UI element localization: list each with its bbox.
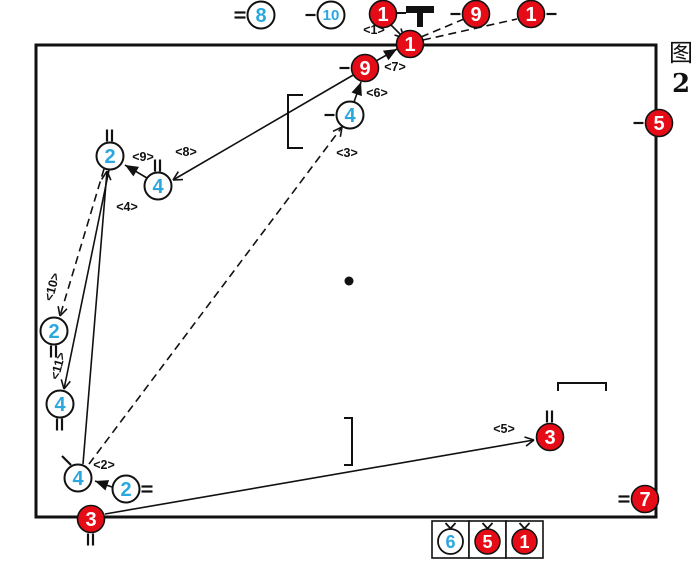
arrow-label-move-9: <9> — [132, 150, 154, 164]
bench-6: 6 — [431, 520, 470, 559]
marker-1-baseline: 1 — [395, 29, 425, 59]
marker-10-outside: 10 — [305, 0, 346, 30]
arrow-label-move-10: <10> — [42, 271, 63, 302]
player-number: 1 — [377, 4, 388, 26]
player-number: 1 — [404, 34, 415, 56]
arrow-move-9: <9> — [124, 150, 154, 179]
marker-7-corner: 7 — [618, 484, 660, 514]
marker-2-bottom: 2 — [111, 474, 153, 504]
marker-1-topright: 1 — [516, 0, 557, 29]
player-number: 2 — [48, 321, 59, 343]
arrow-move-3: <3> — [88, 126, 358, 465]
arrow-label-move-3: <3> — [336, 146, 358, 160]
arrow-move-8: <8> — [172, 73, 356, 181]
center-dot — [344, 276, 354, 286]
marker-9-top: 9 — [450, 0, 491, 29]
marker-5-rightline: 5 — [633, 108, 674, 138]
player-number: 9 — [470, 4, 481, 26]
arrow-move-7: <7> — [375, 48, 406, 74]
player-number: 7 — [639, 489, 650, 511]
player-number: 2 — [104, 146, 115, 168]
bracket-topright-open-down — [557, 382, 607, 391]
marker-2-left: 2 — [39, 316, 69, 358]
arrow-move-2: <2> — [93, 458, 115, 491]
marker-9-court: 9 — [339, 53, 380, 83]
player-number: 1 — [525, 4, 536, 26]
bracket-bottom-open-left — [344, 417, 353, 466]
figure-char: 图 — [669, 39, 693, 67]
player-number: 4 — [54, 394, 66, 416]
player-number: 3 — [85, 509, 96, 531]
bench-number: 1 — [519, 532, 529, 552]
marker-4-top: 4 — [143, 159, 173, 201]
arrow-label-move-4: <4> — [116, 200, 138, 214]
bench-1: 1 — [505, 520, 544, 559]
marker-8-outside: 8 — [234, 0, 276, 30]
bracket-left-open-right — [287, 94, 303, 149]
arrow-toss-to-9 — [420, 18, 465, 38]
field-boundary — [34, 43, 658, 519]
bench-number: 6 — [445, 532, 455, 552]
marker-2-top: 2 — [95, 129, 125, 171]
marker-3-baseline: 3 — [76, 504, 106, 546]
arrow-label-move-8: <8> — [175, 145, 197, 159]
arrow-move-11: <11> — [48, 169, 110, 390]
bench-5: 5 — [468, 520, 507, 559]
coach-T-marker — [396, 6, 434, 27]
figure-number: 2 — [671, 69, 691, 99]
player-number: 10 — [323, 7, 340, 24]
figure-label: 图 2 — [664, 38, 698, 100]
player-number: 9 — [359, 58, 370, 80]
arrow-label-move-2: <2> — [93, 458, 115, 472]
arrow-move-6: <6> — [351, 81, 388, 103]
player-number: 4 — [344, 105, 356, 127]
bench-number: 5 — [482, 532, 492, 552]
arrow-move-4: <4> — [82, 170, 138, 465]
marker-4-left: 4 — [45, 389, 75, 431]
player-number: 5 — [653, 113, 664, 135]
arrow-label-move-6: <6> — [366, 86, 388, 100]
arrow-label-move-7: <7> — [384, 60, 406, 74]
player-number: 8 — [255, 5, 266, 27]
player-number: 3 — [544, 427, 555, 449]
player-number: 4 — [72, 468, 84, 490]
player-number: 2 — [120, 479, 131, 501]
marker-4-bottom: 4 — [61, 455, 93, 493]
arrow-label-move-11: <11> — [48, 351, 69, 382]
marker-3-right: 3 — [535, 410, 565, 452]
player-number: 4 — [152, 176, 164, 198]
arrow-move-5: <5> — [104, 422, 535, 515]
arrow-toss-to-1-right — [422, 18, 518, 41]
arrow-label-move-5: <5> — [493, 422, 515, 436]
marker-4-mid: 4 — [324, 100, 365, 130]
marker-1-start: 1 — [368, 0, 398, 29]
